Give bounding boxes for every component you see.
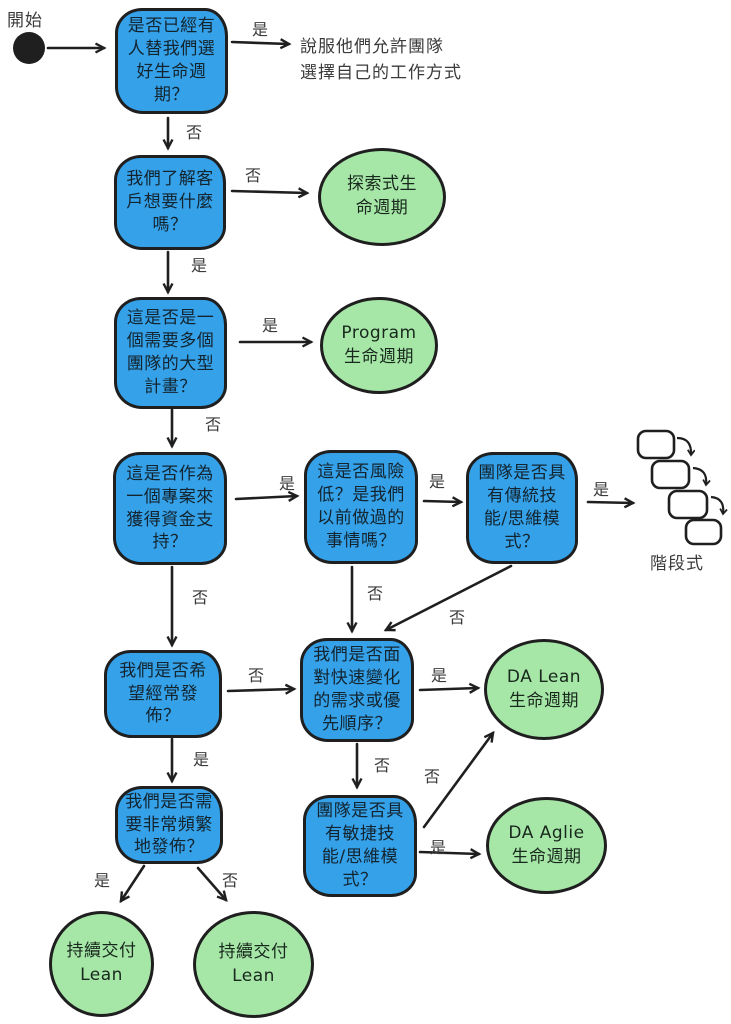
decision-release-often: 我們是否希 望經常發 佈？ bbox=[104, 650, 222, 738]
outcome-exploratory-lifecycle: 探索式生 命週期 bbox=[318, 148, 446, 246]
decision-lifecycle-already-chosen: 是否已經有 人替我們選 好生命週 期？ bbox=[115, 8, 228, 114]
edge-label-q6-no: 否 bbox=[449, 608, 467, 627]
outcome-da-lean-lifecycle: DA Lean 生命週期 bbox=[484, 639, 604, 740]
decision-funded-as-project: 這是否作為 一個專案來 獲得資金支 持？ bbox=[113, 452, 227, 565]
edge-label-q10-no: 否 bbox=[222, 871, 240, 890]
edge-label-q6-yes: 是 bbox=[593, 480, 611, 499]
edge-label-q1-yes: 是 bbox=[252, 20, 270, 39]
decision-know-customer-wants: 我們了解客 戶想要什麼 嗎？ bbox=[114, 155, 226, 250]
edge-label-q2-yes: 是 bbox=[191, 256, 209, 275]
decision-traditional-skills-mindset: 團隊是否具 有傳統技 能/思維模 式？ bbox=[466, 452, 578, 564]
edge-label-q7-no: 否 bbox=[248, 666, 266, 685]
outcome-da-agile-lifecycle: DA Aglie 生命週期 bbox=[486, 797, 607, 894]
staged-lifecycle-icon bbox=[636, 429, 723, 546]
staged-lifecycle-label: 階段式 bbox=[650, 554, 704, 574]
edge-label-q5-yes: 是 bbox=[429, 472, 447, 491]
decision-low-risk-done-before: 這是否風險 低？是我們 以前做過的 事情嗎？ bbox=[304, 450, 418, 564]
edge-label-q9-yes: 是 bbox=[430, 838, 448, 857]
edge-label-q9-no: 否 bbox=[424, 767, 442, 786]
outcome-continuous-delivery-lean-right: 持續交付 Lean bbox=[193, 911, 314, 1018]
edge-label-q3-yes: 是 bbox=[262, 316, 280, 335]
edge-label-q1-no: 否 bbox=[186, 123, 204, 142]
edge-label-q10-yes: 是 bbox=[94, 871, 112, 890]
edge-label-q4-no: 否 bbox=[192, 588, 210, 607]
advice-note: 說服他們允許團隊 選擇自己的工作方式 bbox=[300, 37, 462, 84]
start-dot-icon bbox=[13, 32, 45, 64]
edge-label-q3-no: 否 bbox=[205, 415, 223, 434]
decision-large-multi-team-program: 這是否是一 個需要多個 團隊的大型 計畫？ bbox=[114, 297, 227, 409]
edge-label-q8-no: 否 bbox=[374, 756, 392, 775]
edge-label-q2-no: 否 bbox=[245, 166, 263, 185]
edge-label-q7-yes: 是 bbox=[193, 750, 211, 769]
edge-label-q4-yes: 是 bbox=[279, 474, 297, 493]
edge-label-q5-no: 否 bbox=[367, 584, 385, 603]
edge-label-q8-yes: 是 bbox=[431, 666, 449, 685]
decision-release-very-frequently: 我們是否需 要非常頻繁 地發佈？ bbox=[115, 786, 223, 864]
outcome-program-lifecycle: Program 生命週期 bbox=[320, 297, 438, 394]
start-label: 開始 bbox=[7, 11, 43, 31]
outcome-continuous-delivery-lean-left: 持續交付 Lean bbox=[49, 911, 154, 1017]
decision-rapidly-changing-requirements: 我們是否面 對快速變化 的需求或優 先順序？ bbox=[300, 638, 414, 742]
decision-agile-skills-mindset: 團隊是否具 有敏捷技 能/思維模 式？ bbox=[303, 795, 417, 897]
